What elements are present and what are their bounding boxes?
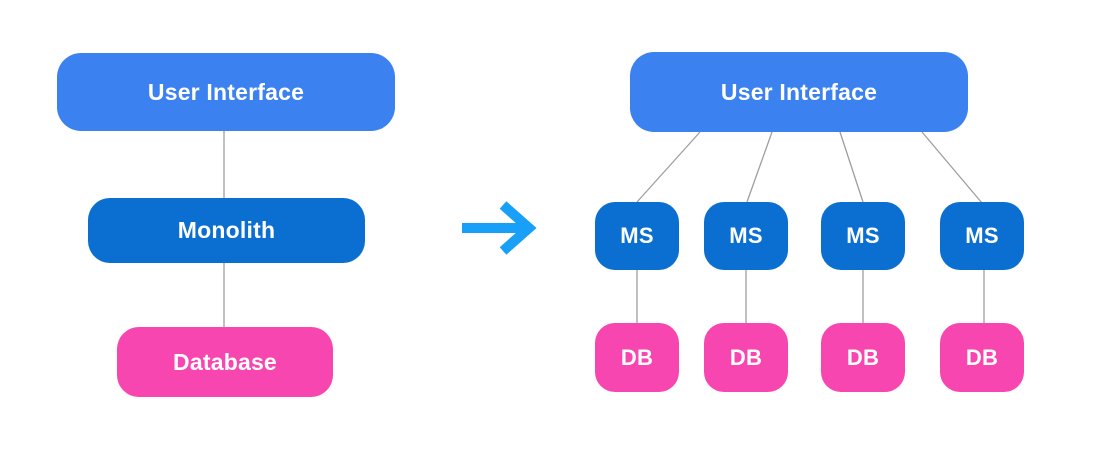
connector-ui-ms4 [921,131,983,204]
node-label: MS [620,223,654,248]
connector-ui-ms2 [746,131,773,203]
node-label: MS [965,223,999,248]
node-db-4: DB [940,323,1024,392]
node-microservice-4: MS [940,202,1024,270]
node-label: DB [965,344,999,370]
node-user-interface-right: User Interface [630,52,968,132]
node-microservice-1: MS [595,202,679,270]
node-label: DB [620,344,654,370]
right-arrow-icon [462,201,537,255]
node-label: MS [846,223,880,248]
node-label: User Interface [147,78,305,105]
node-microservice-3: MS [821,202,905,270]
node-label: User Interface [720,78,878,105]
node-db-2: DB [704,323,788,392]
node-database: Database [117,327,333,397]
node-microservice-2: MS [704,202,788,270]
node-label: DB [729,344,763,370]
node-label: DB [846,344,880,370]
connector-ui-ms1 [636,131,701,203]
node-label: Monolith [177,217,276,243]
node-label: MS [729,223,763,248]
node-db-3: DB [821,323,905,392]
node-db-1: DB [595,323,679,392]
node-label: Database [173,348,277,375]
connector-ui-ms3 [839,131,864,203]
node-user-interface-left: User Interface [57,53,395,131]
node-monolith: Monolith [88,198,365,263]
